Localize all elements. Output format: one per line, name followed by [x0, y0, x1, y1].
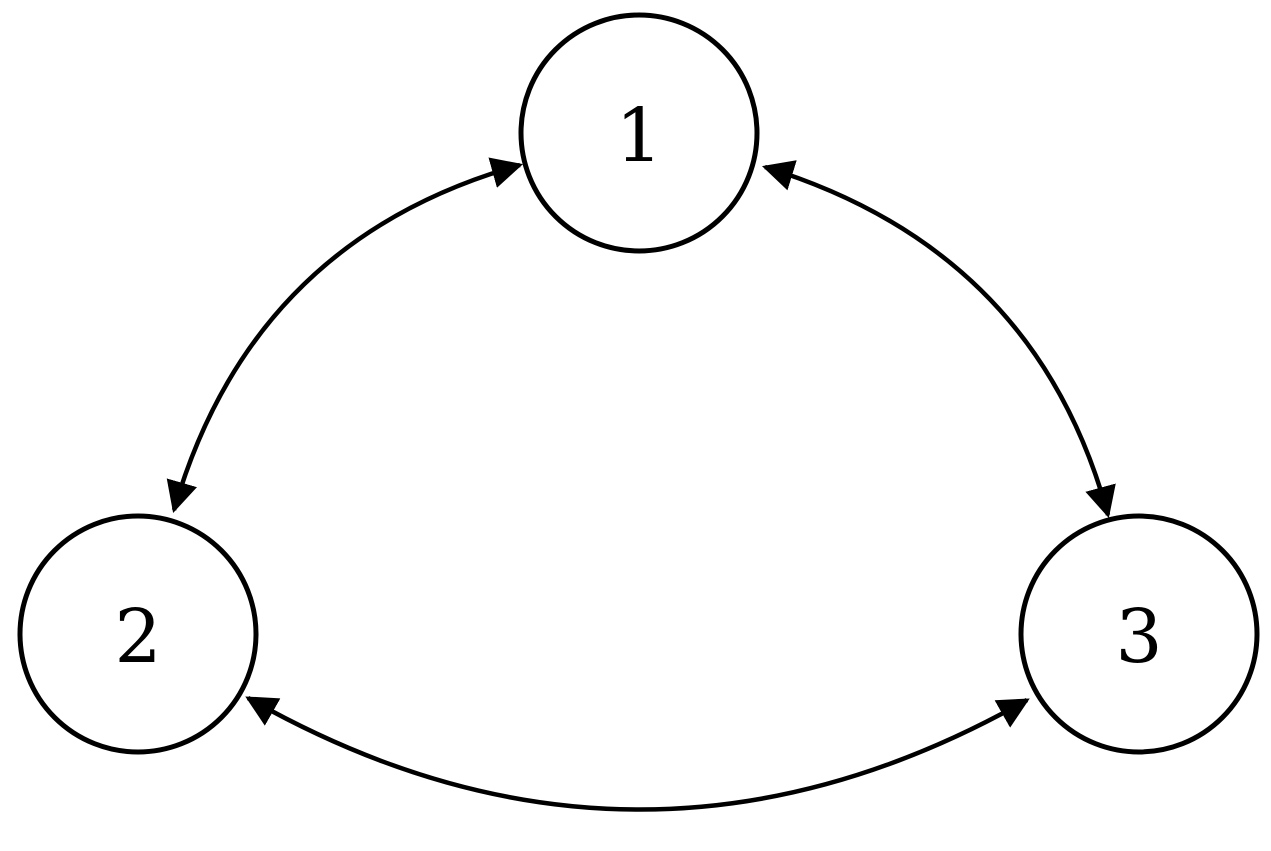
node-3: 3 [1018, 513, 1260, 755]
node-1-circle [518, 12, 760, 254]
edge-2-3 [245, 696, 1030, 812]
node-3-circle [1018, 513, 1260, 755]
node-2: 2 [17, 513, 259, 755]
node-3-label: 3 [1115, 594, 1162, 680]
edge-1-2 [166, 157, 524, 514]
node-1-label: 1 [615, 93, 662, 179]
node-2-label: 2 [114, 594, 161, 680]
node-1: 1 [518, 12, 760, 254]
edge-1-3 [761, 160, 1116, 519]
node-2-circle [17, 513, 259, 755]
